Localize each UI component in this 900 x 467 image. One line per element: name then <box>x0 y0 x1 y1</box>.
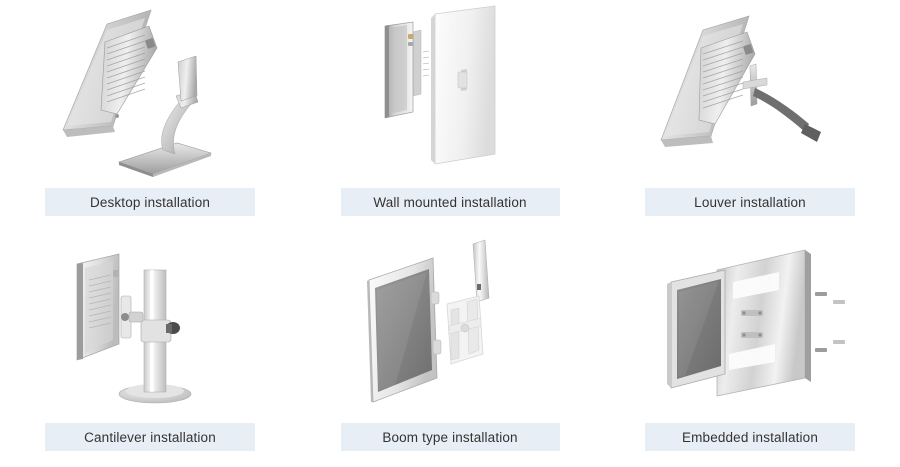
monitor-on-desktop-stand-illustration <box>0 0 300 188</box>
caption-embedded-installation: Embedded installation <box>645 423 855 451</box>
monitor-embedded-panel-illustration <box>600 233 900 423</box>
monitor-boom-pole-illustration <box>300 233 600 423</box>
gallery-item-cantilever-installation[interactable]: Cantilever installation <box>0 233 300 466</box>
gallery-item-louver-installation[interactable]: Louver installation <box>600 0 900 233</box>
monitor-wall-mount-illustration <box>300 0 600 188</box>
caption-louver-installation: Louver installation <box>645 188 855 216</box>
caption-desktop-installation: Desktop installation <box>45 188 255 216</box>
gallery-item-boom-type-installation[interactable]: Boom type installation <box>300 233 600 466</box>
monitor-cantilever-pole-illustration <box>0 233 300 423</box>
gallery-item-desktop-installation[interactable]: Desktop installation <box>0 0 300 233</box>
gallery-row-top: Desktop installation <box>0 0 900 233</box>
monitor-louver-arm-illustration <box>600 0 900 188</box>
caption-wall-mounted-installation: Wall mounted installation <box>340 188 560 216</box>
gallery-row-bottom: Cantilever installation <box>0 233 900 466</box>
gallery-item-embedded-installation[interactable]: Embedded installation <box>600 233 900 466</box>
caption-cantilever-installation: Cantilever installation <box>45 423 255 451</box>
caption-boom-type-installation: Boom type installation <box>340 423 560 451</box>
gallery-item-wall-mounted-installation[interactable]: Wall mounted installation <box>300 0 600 233</box>
